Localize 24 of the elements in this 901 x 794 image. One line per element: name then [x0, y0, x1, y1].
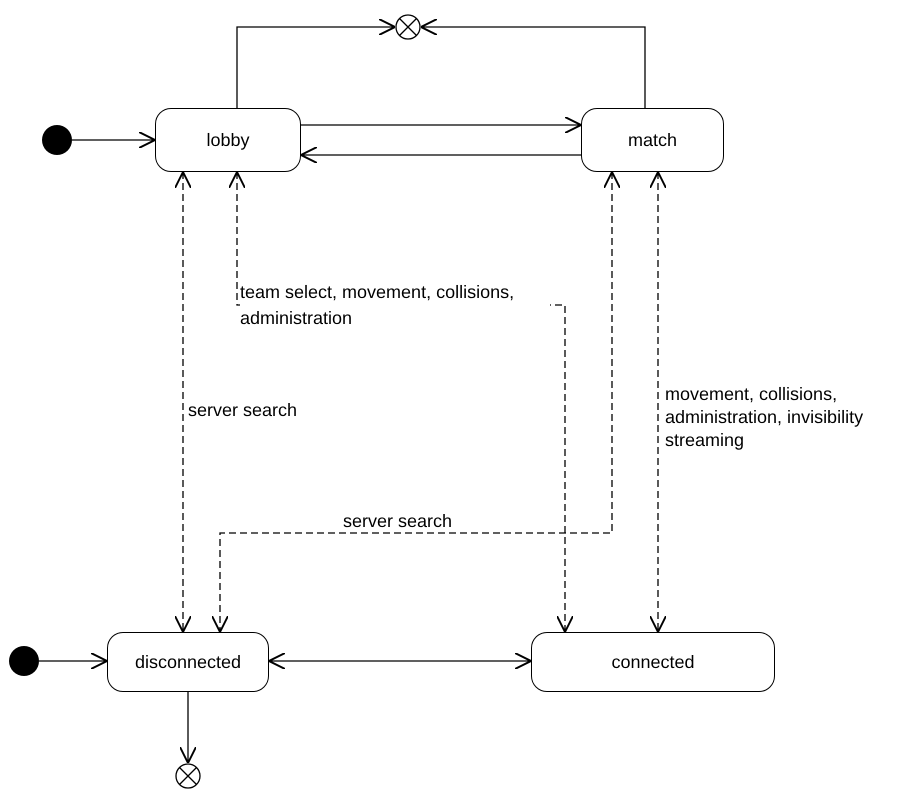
state-box [531, 632, 775, 692]
arrow [236, 18, 396, 108]
final-state-symbol [395, 14, 421, 40]
edge-label: server search [188, 399, 298, 422]
arrow [268, 652, 532, 670]
state-name: connected [611, 650, 695, 674]
arrow [39, 652, 108, 670]
dashed-arrow [174, 171, 192, 633]
state-box [581, 108, 724, 172]
edge-label: movement, collisions, administration, invisibility streaming [665, 383, 864, 452]
dashed-arrow [211, 171, 621, 633]
arrow [301, 116, 582, 134]
arrow [420, 18, 646, 108]
arrow [179, 692, 197, 764]
state-box [107, 632, 269, 692]
state-box [155, 108, 301, 172]
edge-label: server search [343, 510, 454, 533]
arrow [300, 146, 581, 164]
final-state-symbol [175, 763, 201, 789]
dashed-arrow [649, 171, 667, 633]
state-name: disconnected [134, 650, 242, 674]
arrow [72, 131, 156, 149]
state-name: match [628, 128, 678, 152]
state-name: lobby [206, 128, 250, 152]
